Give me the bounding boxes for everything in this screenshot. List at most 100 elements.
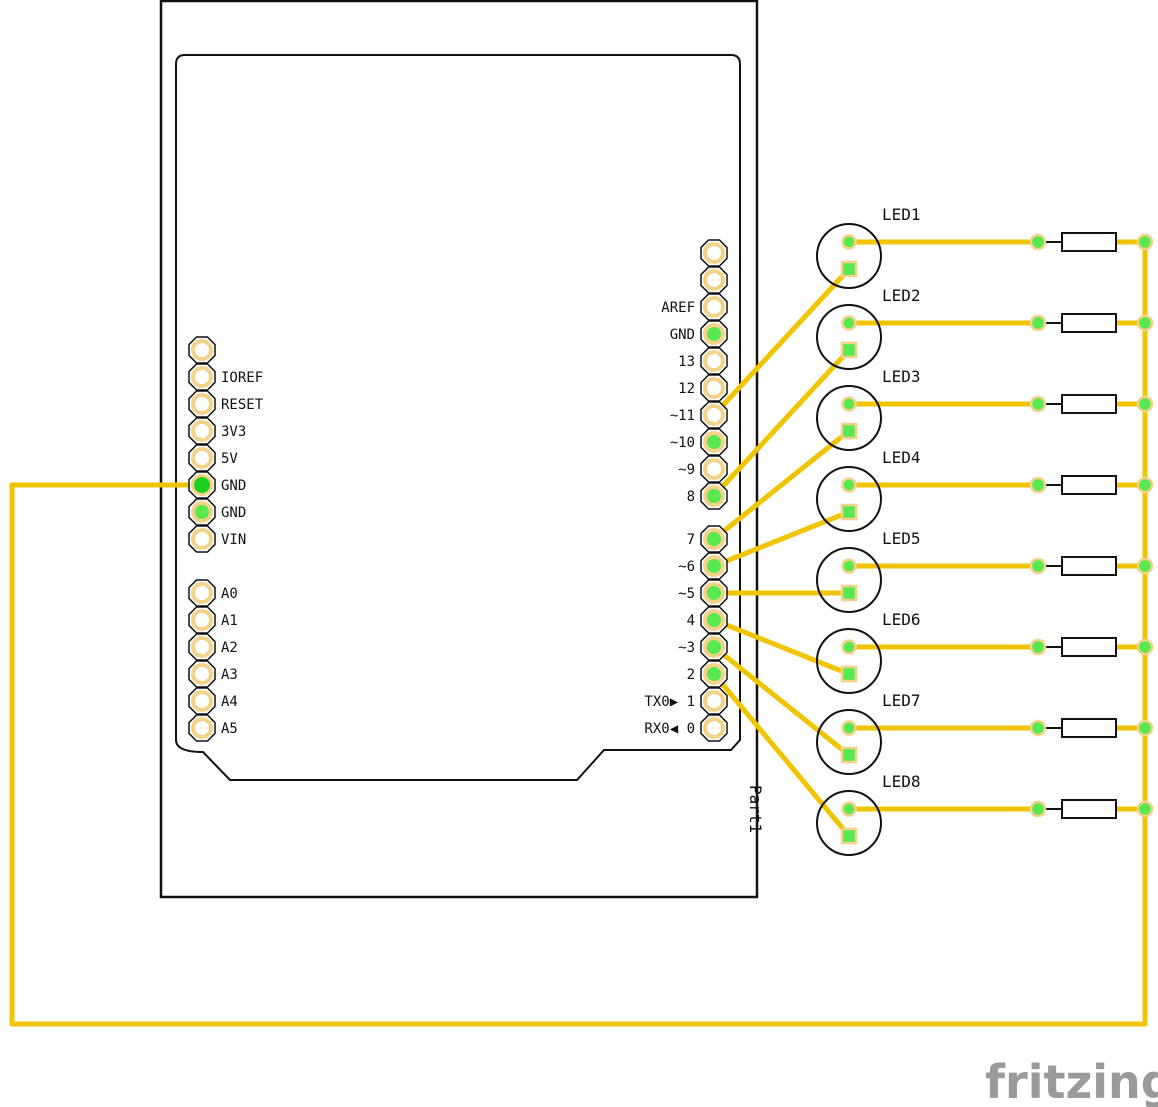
led-anode-pad bbox=[841, 558, 857, 574]
digital-pin-blank0 bbox=[700, 239, 728, 267]
digital-pin-blank1 bbox=[700, 266, 728, 294]
digital-pin-label: ~9 bbox=[678, 462, 695, 478]
resistor-body bbox=[1061, 556, 1117, 576]
analog-pin-a2 bbox=[188, 633, 216, 661]
led-label: LED5 bbox=[882, 529, 921, 548]
led-body bbox=[816, 709, 882, 775]
digital-pin-label: ~5 bbox=[678, 586, 695, 602]
bus-pad bbox=[1136, 557, 1154, 575]
led-cathode-pad bbox=[840, 503, 858, 521]
resistor-pad bbox=[1029, 638, 1047, 656]
led-8: LED8 bbox=[816, 772, 921, 856]
bus-pad bbox=[1136, 233, 1154, 251]
resistor-pad bbox=[1029, 233, 1047, 251]
digital-pin-4 bbox=[700, 606, 728, 634]
resistor-pad bbox=[1029, 719, 1047, 737]
digital-pin-label: AREF bbox=[661, 300, 695, 316]
led-anode-pad bbox=[841, 720, 857, 736]
led-anode-pad bbox=[841, 801, 857, 817]
led-cathode-pad bbox=[840, 665, 858, 683]
led-anode-pad bbox=[841, 396, 857, 412]
led-5: LED5 bbox=[816, 529, 921, 613]
power-pin-5v bbox=[188, 444, 216, 472]
resistor-body bbox=[1061, 313, 1117, 333]
led-anode-pad bbox=[841, 315, 857, 331]
power-pin-blank-0 bbox=[188, 336, 216, 364]
resistor-body bbox=[1061, 475, 1117, 495]
fritzing-watermark: fritzing bbox=[985, 1055, 1158, 1107]
digital-pin-tx01 bbox=[700, 687, 728, 715]
resistor-body bbox=[1061, 394, 1117, 414]
led-label: LED6 bbox=[882, 610, 921, 629]
digital-pin-label: 4 bbox=[687, 613, 695, 629]
digital-pin-3 bbox=[700, 633, 728, 661]
led-body bbox=[816, 547, 882, 613]
wire-pin-to-led-1 bbox=[711, 266, 852, 418]
analog-pin-label: A0 bbox=[221, 586, 238, 602]
resistor-body bbox=[1061, 718, 1117, 738]
bus-pad bbox=[1136, 395, 1154, 413]
led-anode-pad bbox=[841, 477, 857, 493]
led-4: LED4 bbox=[816, 448, 921, 532]
analog-pin-label: A2 bbox=[221, 640, 238, 656]
led-3: LED3 bbox=[816, 367, 921, 451]
analog-pin-a1 bbox=[188, 606, 216, 634]
led-2: LED2 bbox=[816, 286, 921, 370]
bus-pad bbox=[1136, 476, 1154, 494]
analog-pin-a0 bbox=[188, 579, 216, 607]
digital-pin-10 bbox=[700, 428, 728, 456]
analog-pin-label: A1 bbox=[221, 613, 238, 629]
pads-layer: IOREFRESET3V35VGNDGNDVINA0A1A2A3A4A5AREF… bbox=[188, 239, 728, 742]
wire-pin-to-led-2 bbox=[711, 347, 852, 499]
digital-pin-9 bbox=[700, 455, 728, 483]
power-pin-label: 5V bbox=[221, 451, 238, 467]
led-cathode-pad bbox=[840, 422, 858, 440]
digital-pin-13 bbox=[700, 347, 728, 375]
digital-pin-label: ~10 bbox=[670, 435, 695, 451]
power-pin-label: RESET bbox=[221, 397, 264, 413]
resistor-pad bbox=[1029, 557, 1047, 575]
power-pin-label: VIN bbox=[221, 532, 246, 548]
power-pin-vin bbox=[188, 525, 216, 553]
digital-pin-label: ~6 bbox=[678, 559, 695, 575]
led-body bbox=[816, 466, 882, 532]
power-pin-3v3 bbox=[188, 417, 216, 445]
digital-pin-5 bbox=[700, 579, 728, 607]
resistor-body bbox=[1061, 637, 1117, 657]
part-label: Part1 bbox=[746, 785, 765, 833]
led-6: LED6 bbox=[816, 610, 921, 694]
led-cathode-pad bbox=[840, 827, 858, 845]
led-1: LED1 bbox=[816, 205, 921, 289]
digital-pin-12 bbox=[700, 374, 728, 402]
resistor-pad bbox=[1029, 314, 1047, 332]
resistor-1 bbox=[1029, 232, 1154, 252]
power-pin-reset bbox=[188, 390, 216, 418]
resistor-2 bbox=[1029, 313, 1154, 333]
digital-pin-label: 2 bbox=[687, 667, 695, 683]
led-body bbox=[816, 385, 882, 451]
digital-pin-label: ~3 bbox=[678, 640, 695, 656]
analog-pin-a5 bbox=[188, 714, 216, 742]
resistor-6 bbox=[1029, 637, 1154, 657]
wire-pin-to-led-7 bbox=[711, 644, 852, 758]
led-body bbox=[816, 628, 882, 694]
resistor-pad bbox=[1029, 800, 1047, 818]
power-pin-label: GND bbox=[221, 478, 246, 494]
resistor-7 bbox=[1029, 718, 1154, 738]
power-pin-label: IOREF bbox=[221, 370, 263, 386]
digital-pin-label: TX0▶ 1 bbox=[644, 694, 695, 710]
resistor-4 bbox=[1029, 475, 1154, 495]
digital-pin-label: 8 bbox=[687, 489, 695, 505]
digital-pin-aref bbox=[700, 293, 728, 321]
led-anode-pad bbox=[841, 639, 857, 655]
resistor-5 bbox=[1029, 556, 1154, 576]
wire-pin-to-led-3 bbox=[711, 428, 852, 542]
digital-pin-label: GND bbox=[670, 327, 695, 343]
bus-pad bbox=[1136, 719, 1154, 737]
digital-pin-label: RX0◀ 0 bbox=[644, 721, 695, 737]
digital-pin-7 bbox=[700, 525, 728, 553]
analog-pin-label: A3 bbox=[221, 667, 238, 683]
digital-pin-label: 7 bbox=[687, 532, 695, 548]
resistor-pad bbox=[1029, 395, 1047, 413]
